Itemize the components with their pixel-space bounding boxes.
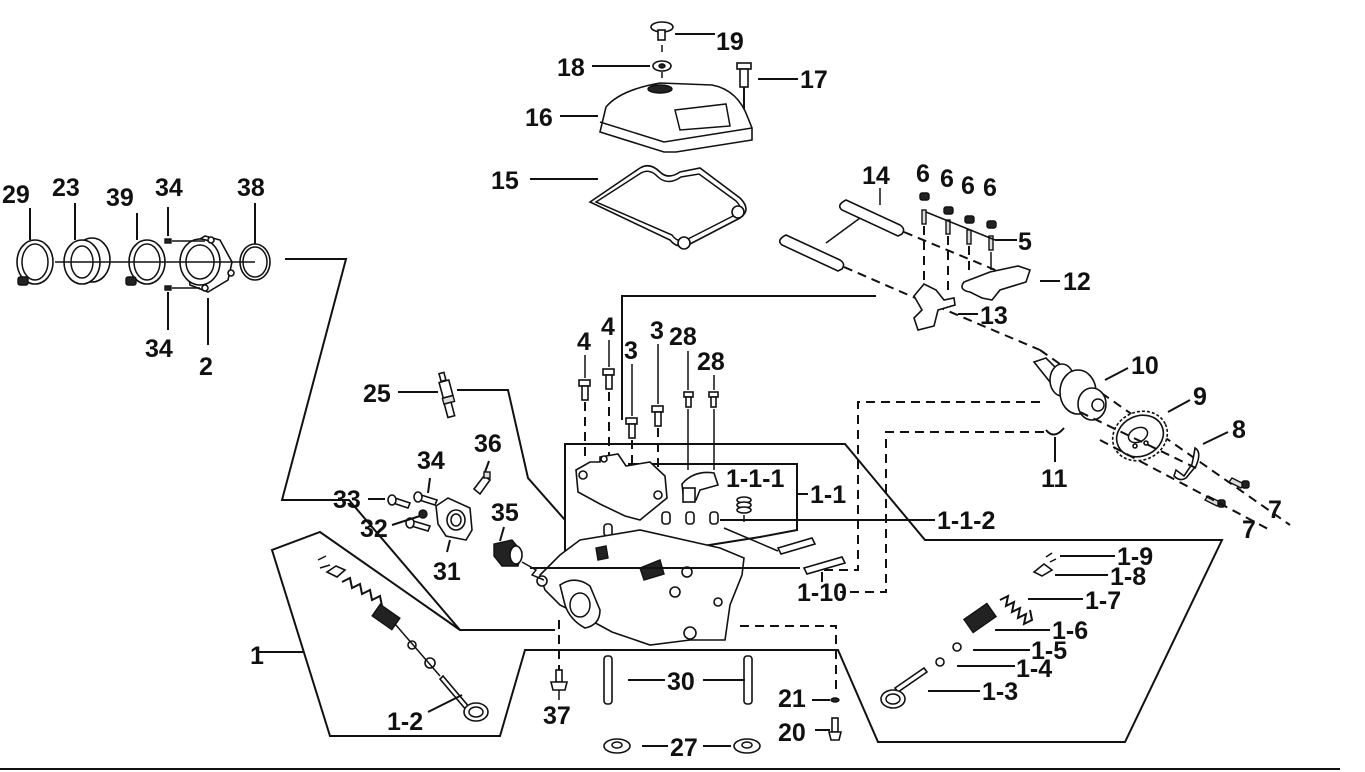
exhaust-valve-assembly <box>880 552 1115 709</box>
callout-34-lower: 34 <box>145 335 173 363</box>
adjusting-screws-5 <box>921 209 994 251</box>
callout-4-a: 4 <box>577 328 591 356</box>
callout-1-5: 1-5 <box>1031 637 1067 665</box>
callout-34-upper: 34 <box>155 174 183 202</box>
callout-21: 21 <box>778 685 806 713</box>
cylinder-head-1 <box>270 443 1224 743</box>
callout-8: 8 <box>1232 416 1246 444</box>
valve-cover-assembly <box>530 21 798 250</box>
callout-27: 27 <box>670 734 698 762</box>
callout-28-a: 28 <box>669 323 697 351</box>
rocker-arm-13 <box>913 283 956 331</box>
callout-33: 33 <box>333 486 361 514</box>
callout-1-10: 1-10 <box>797 579 847 607</box>
callout-20: 20 <box>778 719 806 747</box>
callout-1-2: 1-2 <box>387 708 423 736</box>
callout-17: 17 <box>800 66 828 94</box>
callout-2: 2 <box>199 353 213 381</box>
camshaft-assembly <box>810 357 1271 593</box>
callout-1-7: 1-7 <box>1085 587 1121 615</box>
intake-boot-23 <box>63 237 111 285</box>
callout-1-1-1: 1-1-1 <box>726 465 784 493</box>
callout-3-a: 3 <box>624 337 638 365</box>
callout-6-a: 6 <box>916 160 930 188</box>
clip-11 <box>1045 427 1065 436</box>
callout-1-3: 1-3 <box>982 678 1018 706</box>
callout-1-1-2: 1-1-2 <box>937 507 995 535</box>
callout-1: 1 <box>250 642 264 670</box>
rocker-assembly <box>778 188 1291 526</box>
callout-39: 39 <box>106 184 134 212</box>
intake-valve-assembly <box>256 555 489 722</box>
callout-6-c: 6 <box>961 172 975 200</box>
callout-15: 15 <box>491 167 519 195</box>
spark-plug-25 <box>438 371 456 419</box>
decompressor-8 <box>1173 446 1200 481</box>
nuts-6 <box>919 192 997 229</box>
callout-35: 35 <box>491 499 519 527</box>
callout-10: 10 <box>1131 352 1159 380</box>
callout-37: 37 <box>543 702 571 730</box>
callout-11: 11 <box>1041 465 1068 493</box>
callout-36: 36 <box>474 430 502 458</box>
callout-7-a: 7 <box>1268 496 1282 524</box>
callout-5: 5 <box>1018 228 1032 256</box>
callout-1-6: 1-6 <box>1052 617 1088 645</box>
callout-23: 23 <box>52 174 80 202</box>
callout-1-8: 1-8 <box>1110 563 1146 591</box>
callout-28-b: 28 <box>697 348 725 376</box>
intake-manifold-2 <box>179 235 235 293</box>
callout-34-thermostat: 34 <box>417 447 445 475</box>
rocker-arm-12 <box>961 265 1032 301</box>
callout-1-4: 1-4 <box>1016 655 1052 683</box>
bolt-34-lower <box>164 285 172 291</box>
callout-30: 30 <box>667 668 695 696</box>
callout-31: 31 <box>433 558 461 586</box>
thermostat-assembly <box>368 371 566 581</box>
bolt-17 <box>736 62 752 70</box>
head-bolts <box>578 340 719 470</box>
callout-1-1: 1-1 <box>810 481 846 509</box>
bottom-parts <box>549 620 843 754</box>
bolt-34-upper <box>164 238 172 244</box>
callout-7-b: 7 <box>1242 516 1256 544</box>
hose-clamp-29 <box>16 239 54 286</box>
intake-assembly <box>16 203 555 631</box>
camshaft-10 <box>1032 357 1107 421</box>
callout-9: 9 <box>1193 383 1207 411</box>
gasket-15 <box>588 164 747 248</box>
rocker-shaft-14 <box>778 199 905 272</box>
callout-32: 32 <box>360 515 388 543</box>
callout-6-d: 6 <box>983 174 997 202</box>
callout-18: 18 <box>557 54 585 82</box>
callout-6-b: 6 <box>940 165 954 193</box>
callout-1-9: 1-9 <box>1117 543 1153 571</box>
callout-4-b: 4 <box>601 313 615 341</box>
callout-12: 12 <box>1063 268 1091 296</box>
callout-29: 29 <box>2 181 30 209</box>
callout-25: 25 <box>363 380 391 408</box>
cam-sprocket-9 <box>1111 410 1169 462</box>
outer-spring <box>341 576 383 607</box>
callout-3-b: 3 <box>650 317 664 345</box>
callout-14: 14 <box>862 162 890 190</box>
callout-13: 13 <box>980 302 1008 330</box>
callout-38: 38 <box>237 174 265 202</box>
callout-16: 16 <box>525 104 553 132</box>
callout-19: 19 <box>716 28 744 56</box>
